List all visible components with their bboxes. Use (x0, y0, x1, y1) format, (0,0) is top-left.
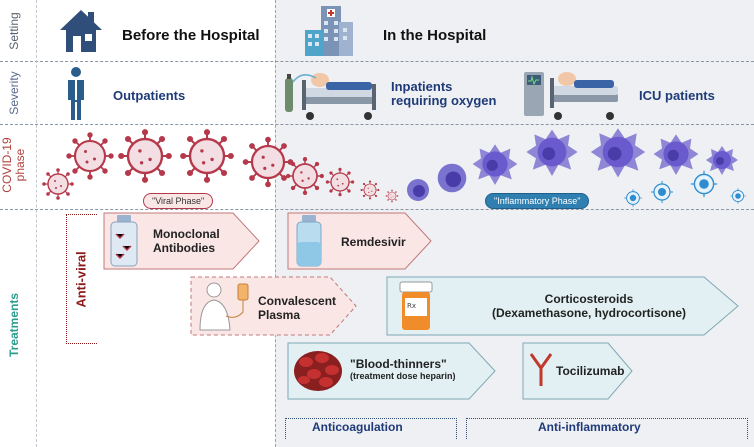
antiviral-label: Anti-viral (73, 251, 89, 308)
plasma-label: Convalescent Plasma (258, 294, 336, 322)
icu-bed-icon (522, 64, 622, 127)
anticoagulation-bracket (285, 418, 457, 439)
oxygen-bed-icon (282, 66, 382, 127)
plasma-label-line1: Convalescent (258, 294, 337, 308)
row-label-phase-line2: phase (13, 148, 27, 182)
row-label-setting: Setting (7, 12, 21, 50)
antiinflammatory-bracket (466, 418, 748, 439)
mab-label: Monoclonal Antibodies (153, 227, 220, 255)
row-label-divider (36, 0, 37, 447)
outpatient-person-icon (64, 66, 88, 127)
severity-outpatients: Outpatients (113, 88, 186, 103)
corticosteroids-label-line1: Corticosteroids (544, 292, 634, 306)
severity-inpatients: Inpatients requiring oxygen (391, 80, 496, 108)
mab-arrow (103, 212, 260, 270)
setting-before-hospital: Before the Hospital (122, 27, 260, 44)
tocilizumab-label: Tocilizumab (556, 364, 625, 378)
vial-icon-mab (108, 214, 140, 273)
blood-thinners-label-line1: "Blood-thinners" (350, 357, 447, 371)
antibody-icon (528, 352, 554, 393)
vial-icon-remdesivir (294, 214, 324, 273)
severity-icu: ICU patients (639, 88, 715, 103)
remdesivir-label: Remdesivir (341, 235, 406, 249)
viral-phase-tag: "Viral Phase" (143, 193, 214, 209)
severity-inpatients-line2: requiring oxygen (391, 93, 497, 108)
hospital-building-icon (303, 4, 355, 63)
blood-thinners-arrow (287, 342, 496, 400)
remdesivir-arrow (287, 212, 432, 270)
separator-severity (0, 124, 754, 125)
antiinflammatory-label: Anti-inflammatory (538, 420, 641, 434)
corticosteroids-label-line2: (Dexamethasone, hydrocortisone) (491, 306, 687, 320)
blood-clot-icon (292, 348, 344, 399)
separator-setting (0, 61, 754, 62)
antiviral-bracket (66, 214, 97, 344)
patient-iv-icon (196, 280, 252, 337)
row-label-severity: Severity (7, 71, 21, 115)
row-label-treatments: Treatments (7, 292, 21, 358)
inflammatory-phase-tag: "Inflammatory Phase" (485, 193, 590, 209)
plasma-label-line2: Plasma (258, 308, 301, 322)
pill-bottle-icon: Rx (396, 280, 436, 337)
house-icon (58, 8, 104, 59)
severity-inpatients-line1: Inpatients (391, 79, 453, 94)
corticosteroids-arrow (386, 276, 739, 336)
mab-label-line1: Monoclonal (153, 227, 220, 241)
anticoagulation-label: Anticoagulation (312, 420, 403, 434)
row-label-phase: COVID-19 phase (0, 129, 27, 201)
mab-label-line2: Antibodies (153, 241, 215, 255)
blood-thinners-label-line2: (treatment dose heparin) (350, 371, 456, 381)
corticosteroids-label: Corticosteroids (Dexamethasone, hydrocor… (466, 292, 712, 320)
plasma-arrow (190, 276, 357, 336)
svg-text:Rx: Rx (407, 302, 416, 310)
separator-phase (0, 209, 754, 210)
setting-in-hospital: In the Hospital (383, 27, 487, 44)
hospital-divider (275, 0, 276, 447)
blood-thinners-label: "Blood-thinners" (treatment dose heparin… (350, 357, 456, 381)
